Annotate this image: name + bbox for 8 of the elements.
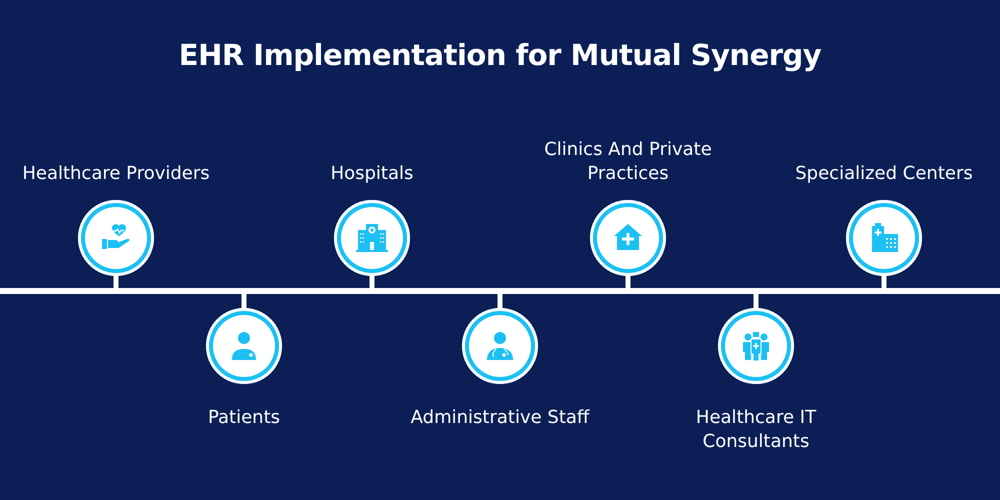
title: EHR Implementation for Mutual Synergy — [178, 38, 822, 72]
node-label: Specialized Centers — [795, 162, 973, 186]
node-label: Healthcare Providers — [22, 162, 210, 186]
node-label: Healthcare IT Consultants — [694, 406, 818, 454]
node-label: Clinics And Private Practices — [543, 138, 713, 186]
node-label: Administrative Staff — [410, 406, 590, 430]
node-label: Patients — [208, 406, 280, 430]
node-label: Hospitals — [330, 162, 414, 186]
